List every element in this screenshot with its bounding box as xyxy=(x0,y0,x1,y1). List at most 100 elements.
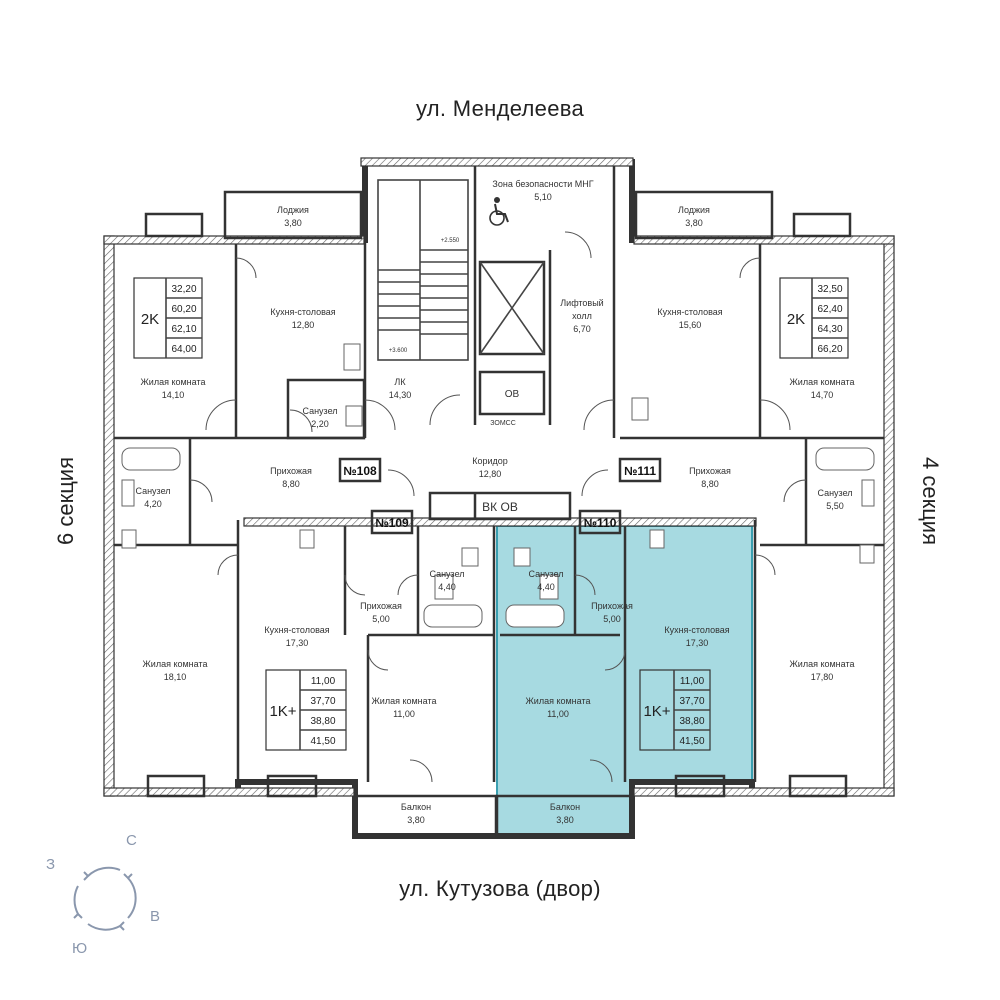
svg-text:3,80: 3,80 xyxy=(556,815,574,825)
apartment-no-108: №108 xyxy=(343,464,377,478)
svg-text:62,10: 62,10 xyxy=(171,324,196,335)
svg-text:1K+: 1K+ xyxy=(269,703,296,720)
svg-text:Жилая комната: Жилая комната xyxy=(789,377,854,387)
summary-111: 2K 32,50 62,40 64,30 66,20 xyxy=(779,277,849,359)
svg-text:+3.600: +3.600 xyxy=(389,348,408,354)
svg-text:60,20: 60,20 xyxy=(171,304,196,315)
svg-text:11,00: 11,00 xyxy=(680,676,705,687)
svg-text:14,10: 14,10 xyxy=(162,390,185,400)
svg-text:11,00: 11,00 xyxy=(311,676,336,687)
doors xyxy=(189,231,807,783)
svg-text:Лоджия: Лоджия xyxy=(678,205,710,215)
apartment-tags: №108 №111 №109 №110 xyxy=(338,457,662,535)
svg-text:Прихожая: Прихожая xyxy=(360,601,402,611)
svg-text:Санузел: Санузел xyxy=(528,569,563,579)
svg-text:41,50: 41,50 xyxy=(310,736,335,747)
street-top: ул. Менделеева xyxy=(415,96,585,121)
compass-west: З xyxy=(46,856,56,873)
svg-text:Кухня-столовая: Кухня-столовая xyxy=(657,307,722,317)
svg-text:+2.550: +2.550 xyxy=(441,238,460,244)
svg-text:Коридор: Коридор xyxy=(472,456,508,466)
svg-text:17,30: 17,30 xyxy=(286,638,309,648)
svg-text:Прихожая: Прихожая xyxy=(591,601,633,611)
room-labels: Лоджия 3,80 Кухня-столовая 12,80 Жилая к… xyxy=(135,179,854,825)
svg-text:Зона безопасности МНГ: Зона безопасности МНГ xyxy=(492,179,593,189)
svg-text:2K: 2K xyxy=(787,311,805,328)
svg-text:12,80: 12,80 xyxy=(292,320,315,330)
svg-text:38,80: 38,80 xyxy=(679,716,704,727)
compass-east: В xyxy=(150,908,161,925)
svg-text:ОВ: ОВ xyxy=(505,389,520,400)
svg-text:Кухня-столовая: Кухня-столовая xyxy=(270,307,335,317)
svg-text:17,30: 17,30 xyxy=(686,638,709,648)
svg-text:Жилая комната: Жилая комната xyxy=(140,377,205,387)
fixtures xyxy=(121,343,875,628)
svg-text:ВК ОВ: ВК ОВ xyxy=(482,500,518,514)
svg-text:14,70: 14,70 xyxy=(811,390,834,400)
outer-walls xyxy=(103,157,895,839)
svg-text:Жилая комната: Жилая комната xyxy=(371,696,436,706)
summary-109: 1K+ 11,00 37,70 38,80 41,50 xyxy=(265,669,347,751)
compass-icon xyxy=(73,866,137,931)
svg-text:64,00: 64,00 xyxy=(171,344,196,355)
svg-text:Прихожая: Прихожая xyxy=(689,466,731,476)
balcony-right xyxy=(495,794,634,838)
svg-text:4,20: 4,20 xyxy=(144,499,162,509)
svg-text:5,50: 5,50 xyxy=(826,501,844,511)
compass-north: С xyxy=(126,832,137,849)
svg-text:Лоджия: Лоджия xyxy=(277,205,309,215)
svg-text:ЛК: ЛК xyxy=(394,377,406,387)
partitions xyxy=(114,166,884,782)
svg-text:37,70: 37,70 xyxy=(679,696,704,707)
svg-text:2K: 2K xyxy=(141,311,159,328)
svg-text:Санузел: Санузел xyxy=(429,569,464,579)
svg-text:5,10: 5,10 xyxy=(534,192,552,202)
svg-text:12,80: 12,80 xyxy=(479,469,502,479)
svg-text:8,80: 8,80 xyxy=(282,479,300,489)
apartment-no-111: №111 xyxy=(624,464,656,478)
svg-text:Жилая комната: Жилая комната xyxy=(142,659,207,669)
apartment-no-110: №110 xyxy=(584,516,617,530)
street-bottom: ул. Кутузова (двор) xyxy=(399,876,601,901)
svg-text:2,20: 2,20 xyxy=(311,419,329,429)
svg-text:17,80: 17,80 xyxy=(811,672,834,682)
svg-text:Жилая комната: Жилая комната xyxy=(789,659,854,669)
svg-text:14,30: 14,30 xyxy=(389,390,412,400)
loggia-right xyxy=(634,190,774,240)
elevator xyxy=(478,260,546,416)
svg-text:Кухня-столовая: Кухня-столовая xyxy=(664,625,729,635)
summary-108: 2K 32,20 60,20 62,10 64,00 xyxy=(133,277,203,359)
svg-text:5,00: 5,00 xyxy=(603,614,621,624)
svg-text:1K+: 1K+ xyxy=(643,703,670,720)
svg-text:Прихожая: Прихожая xyxy=(270,466,312,476)
svg-text:6,70: 6,70 xyxy=(573,324,591,334)
svg-text:66,20: 66,20 xyxy=(817,344,842,355)
loggia-left xyxy=(223,190,363,240)
svg-text:3,80: 3,80 xyxy=(284,218,302,228)
svg-text:Жилая комната: Жилая комната xyxy=(525,696,590,706)
svg-text:3,80: 3,80 xyxy=(407,815,425,825)
windows xyxy=(144,212,852,798)
svg-text:15,60: 15,60 xyxy=(679,320,702,330)
svg-text:11,00: 11,00 xyxy=(547,709,569,719)
svg-text:37,70: 37,70 xyxy=(310,696,335,707)
svg-text:4,40: 4,40 xyxy=(537,582,555,592)
svg-text:ЗОМСС: ЗОМСС xyxy=(490,420,516,427)
svg-text:64,30: 64,30 xyxy=(817,324,842,335)
compass-south: Ю xyxy=(72,940,88,957)
svg-text:8,80: 8,80 xyxy=(701,479,719,489)
summary-110: 1K+ 11,00 37,70 38,80 41,50 xyxy=(639,669,711,751)
svg-text:Балкон: Балкон xyxy=(550,802,580,812)
staircase xyxy=(377,179,469,361)
svg-text:18,10: 18,10 xyxy=(164,672,187,682)
wheelchair-icon xyxy=(489,197,509,226)
svg-text:Санузел: Санузел xyxy=(817,488,852,498)
svg-text:холл: холл xyxy=(572,311,592,321)
svg-text:Кухня-столовая: Кухня-столовая xyxy=(264,625,329,635)
svg-text:4,40: 4,40 xyxy=(438,582,456,592)
svg-text:Балкон: Балкон xyxy=(401,802,431,812)
svg-text:3,80: 3,80 xyxy=(685,218,703,228)
svg-text:32,20: 32,20 xyxy=(171,284,196,295)
svg-text:Лифтовый: Лифтовый xyxy=(560,298,603,308)
